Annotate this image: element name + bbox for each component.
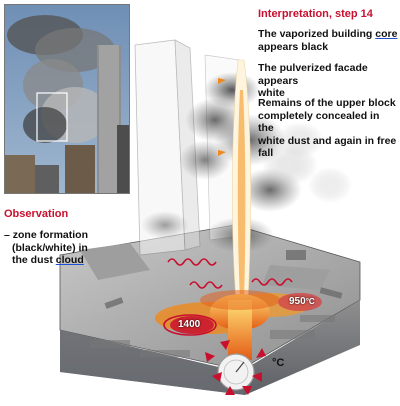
debris [104, 250, 343, 309]
temp-badge-1400 [170, 316, 214, 334]
p2-line-2: white [258, 87, 285, 99]
direction-arrows [218, 78, 226, 156]
core-link[interactable]: core [375, 28, 398, 40]
compression-arrows [205, 340, 266, 395]
cloud-link[interactable]: cloud [55, 254, 84, 266]
inset-marker-box [36, 92, 68, 142]
p3-line-2: completely concealed in the [258, 109, 380, 135]
heat-coils [163, 258, 293, 336]
p3-line-1: Remains of the upper block [258, 97, 396, 109]
observation-text: – zone formation (black/white) in the du… [4, 229, 104, 267]
p1-text-end: appears black [258, 40, 329, 53]
temp-950-label: 950°C [289, 296, 315, 307]
obs-line-1: – zone formation [4, 229, 89, 241]
interpretation-paragraph-3: Remains of the upper block completely co… [258, 97, 398, 160]
interpretation-heading: Interpretation, step 14 [258, 8, 373, 20]
p3-line-3: white dust and again in free fall [258, 134, 397, 160]
obs-line-3: the dust [12, 254, 56, 266]
temp-badge-950 [278, 293, 322, 311]
temp-950-unit: °C [305, 297, 315, 306]
interpretation-paragraph-1: The vaporized building core appears blac… [258, 28, 398, 53]
temperature-gauge [217, 353, 255, 391]
interpretation-paragraph-2: The pulverized facade appears white [258, 62, 398, 100]
gauge-unit-label: °C [272, 357, 285, 369]
inset-photo-frame [4, 4, 130, 194]
ghost-tower-left [134, 39, 201, 256]
inset-photo [5, 5, 129, 193]
central-jet [232, 59, 251, 301]
temp-1400-label: 1400 [178, 319, 201, 330]
observation-heading: Observation [4, 208, 69, 220]
dust-cloud [141, 72, 352, 253]
p2-line-1: The pulverized facade appears [258, 62, 368, 87]
temp-950-value: 950 [289, 296, 306, 307]
p1-text: The vaporized building [258, 28, 376, 40]
obs-line-2: (black/white) in [12, 241, 88, 254]
